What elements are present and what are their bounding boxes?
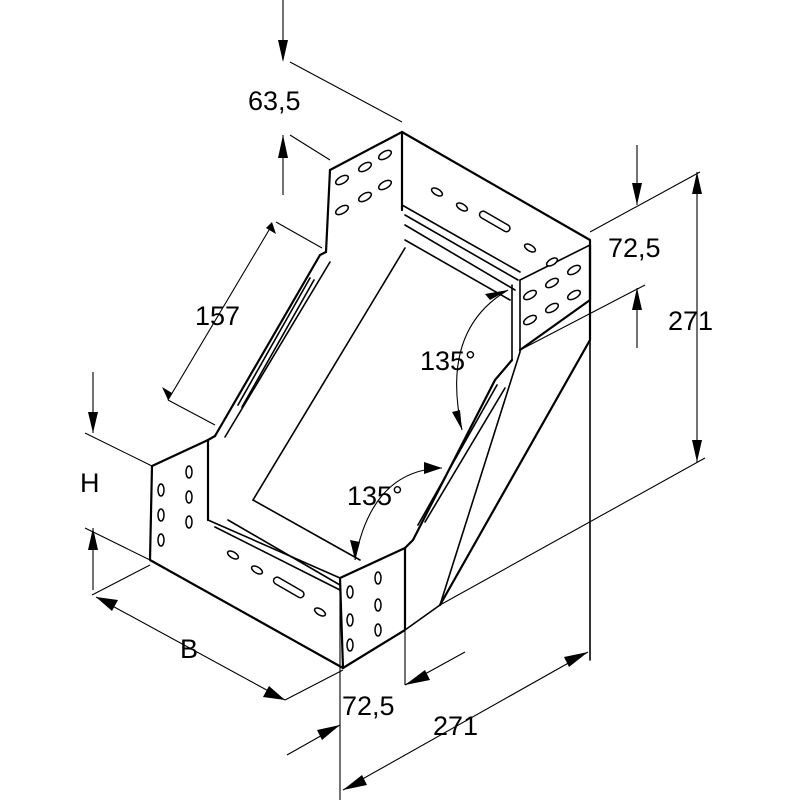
dim-angle-upper: 135°	[420, 346, 476, 376]
dim-upper-length: 157	[195, 301, 240, 331]
dimension-lines	[84, 0, 706, 800]
dim-width: B	[180, 634, 198, 664]
tray-outline	[148, 130, 592, 670]
dim-height: H	[80, 468, 100, 498]
mounting-slots	[157, 149, 582, 652]
dim-right-offset: 72,5	[608, 233, 661, 263]
dim-bottom-length: 271	[433, 711, 478, 741]
dim-top-flange: 63,5	[248, 86, 301, 116]
dim-right-height: 271	[668, 306, 713, 336]
dim-angle-lower: 135°	[347, 481, 403, 511]
dim-bottom-offset: 72,5	[342, 691, 395, 721]
